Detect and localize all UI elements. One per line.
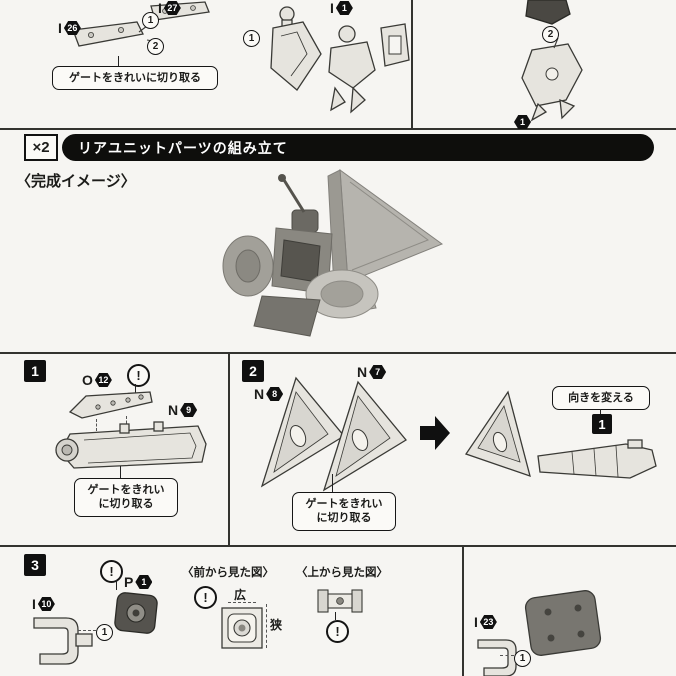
- gate-cut-callout-top: ゲートをきれいに切り取る: [52, 66, 218, 91]
- part-number-badge: 7: [369, 365, 387, 379]
- step-number-2: 2: [242, 360, 264, 382]
- circled-number-1: 1: [142, 12, 159, 29]
- step-number-1: 1: [24, 360, 46, 382]
- part-number-badge: 9: [180, 403, 198, 417]
- assembly-guide-line: [96, 419, 97, 431]
- polycap-badge-wrap: 1: [514, 112, 531, 130]
- part-number-badge: 26: [63, 21, 81, 35]
- row-divider: [0, 545, 676, 547]
- completed-model-photo: [222, 168, 444, 337]
- part-letter: N: [168, 402, 179, 418]
- part-letter: N: [357, 364, 368, 380]
- part-label-p1: P 1: [124, 574, 153, 590]
- caution-icon: !: [194, 586, 217, 609]
- step2-assembled-shield-drawing: [464, 390, 531, 478]
- pointer-line: [335, 612, 337, 620]
- top-left-parts-drawing: [72, 1, 210, 47]
- part-letter: I: [32, 596, 36, 612]
- gate-cut-callout-step1: ゲートをきれい に切り取る: [74, 478, 178, 517]
- measure-guide-line: [228, 602, 256, 603]
- step1-plate-part-drawing: [68, 391, 153, 419]
- front-view-diagram: [221, 607, 263, 649]
- part-number-badge: 10: [37, 597, 55, 611]
- part-letter: I: [58, 20, 62, 36]
- pointer-line: [332, 474, 334, 492]
- part-number-badge: 27: [163, 1, 181, 15]
- part-letter: O: [82, 372, 93, 388]
- measure-guide-line: [266, 604, 267, 648]
- circled-number-1: 1: [514, 650, 531, 667]
- top-view-diagram: [317, 589, 363, 613]
- assembly-arrow-icon: [420, 416, 450, 450]
- caution-icon: !: [326, 620, 349, 643]
- part-label-n7: N 7: [357, 364, 387, 380]
- section-header-bar: リアユニットパーツの組み立て: [62, 134, 654, 161]
- multiplier-box: ×2: [24, 134, 58, 161]
- wide-label: 広: [234, 588, 247, 602]
- step-divider: [462, 545, 464, 676]
- turn-direction-callout: 向きを変える: [552, 386, 650, 411]
- step3-joint-part-drawing: [114, 592, 158, 634]
- step3-right-clamp-drawing: [477, 639, 517, 676]
- section-title: リアユニットパーツの組み立て: [78, 139, 288, 156]
- narrow-label: 狭: [270, 618, 283, 632]
- top-right-parts-drawing: [521, 0, 583, 122]
- part-label-i1: I 1: [330, 0, 353, 16]
- pointer-line: [118, 56, 120, 66]
- step3-right-plate-drawing: [524, 590, 602, 656]
- top-view-label: 〈上から見た図〉: [296, 567, 388, 579]
- part-label-i23: I 23: [474, 614, 497, 630]
- part-letter: N: [254, 386, 265, 402]
- top-middle-parts-drawing: [270, 6, 410, 114]
- part-label-i26: I 26: [58, 20, 81, 36]
- callout-text: ゲートをきれいに切り取る: [69, 72, 201, 84]
- step2-shield-parts-drawing: [260, 376, 407, 492]
- part-number-badge: 8: [266, 387, 284, 401]
- part-label-o12: O 12: [82, 372, 112, 388]
- part-letter: P: [124, 574, 134, 590]
- part-letter: I: [330, 0, 334, 16]
- gate-cut-callout-step2: ゲートをきれい に切り取る: [292, 492, 396, 531]
- caution-icon: !: [127, 364, 150, 387]
- part-number-badge: 23: [479, 615, 497, 629]
- step-reference-box: 1: [592, 414, 612, 434]
- circled-number-1: 1: [243, 30, 260, 47]
- panel-divider: [411, 0, 413, 128]
- step2-base-assembly-drawing: [537, 439, 657, 479]
- part-number-badge: 1: [135, 575, 153, 589]
- step-number-3: 3: [24, 554, 46, 576]
- circled-number-2: 2: [147, 38, 164, 55]
- caution-icon: !: [100, 560, 123, 583]
- part-number-badge: 12: [94, 373, 112, 387]
- pointer-line: [135, 384, 137, 393]
- circled-number-1: 1: [96, 624, 113, 641]
- pointer-line: [120, 466, 122, 478]
- row-divider: [0, 352, 676, 354]
- assembly-guide-line: [78, 630, 96, 631]
- step3-clamp-part-drawing: [33, 617, 93, 665]
- step1-base-part-drawing: [55, 421, 207, 469]
- completed-image-label: 〈完成イメージ〉: [16, 173, 136, 190]
- callout-text: 向きを変える: [568, 392, 634, 404]
- part-number-badge: 1: [335, 1, 353, 15]
- front-view-label: 〈前から見た図〉: [182, 567, 274, 579]
- pointer-line: [116, 580, 118, 590]
- part-label-n9: N 9: [168, 402, 198, 418]
- callout-text: に切り取る: [316, 512, 372, 525]
- callout-text: に切り取る: [98, 498, 154, 511]
- pointer-line: [600, 409, 602, 416]
- part-letter: I: [474, 614, 478, 630]
- part-label-i10: I 10: [32, 596, 55, 612]
- part-label-i27: I 27: [158, 0, 181, 16]
- part-letter: I: [158, 0, 162, 16]
- callout-text: ゲートをきれい: [87, 484, 165, 496]
- step-divider: [228, 352, 230, 545]
- assembly-guide-line: [126, 416, 127, 428]
- assembly-guide-line: [500, 655, 514, 656]
- callout-text: ゲートをきれい: [305, 498, 383, 510]
- section-divider: [0, 128, 676, 130]
- part-number-badge: 1: [514, 115, 531, 129]
- part-label-n8: N 8: [254, 386, 284, 402]
- circled-number-2: 2: [542, 26, 559, 43]
